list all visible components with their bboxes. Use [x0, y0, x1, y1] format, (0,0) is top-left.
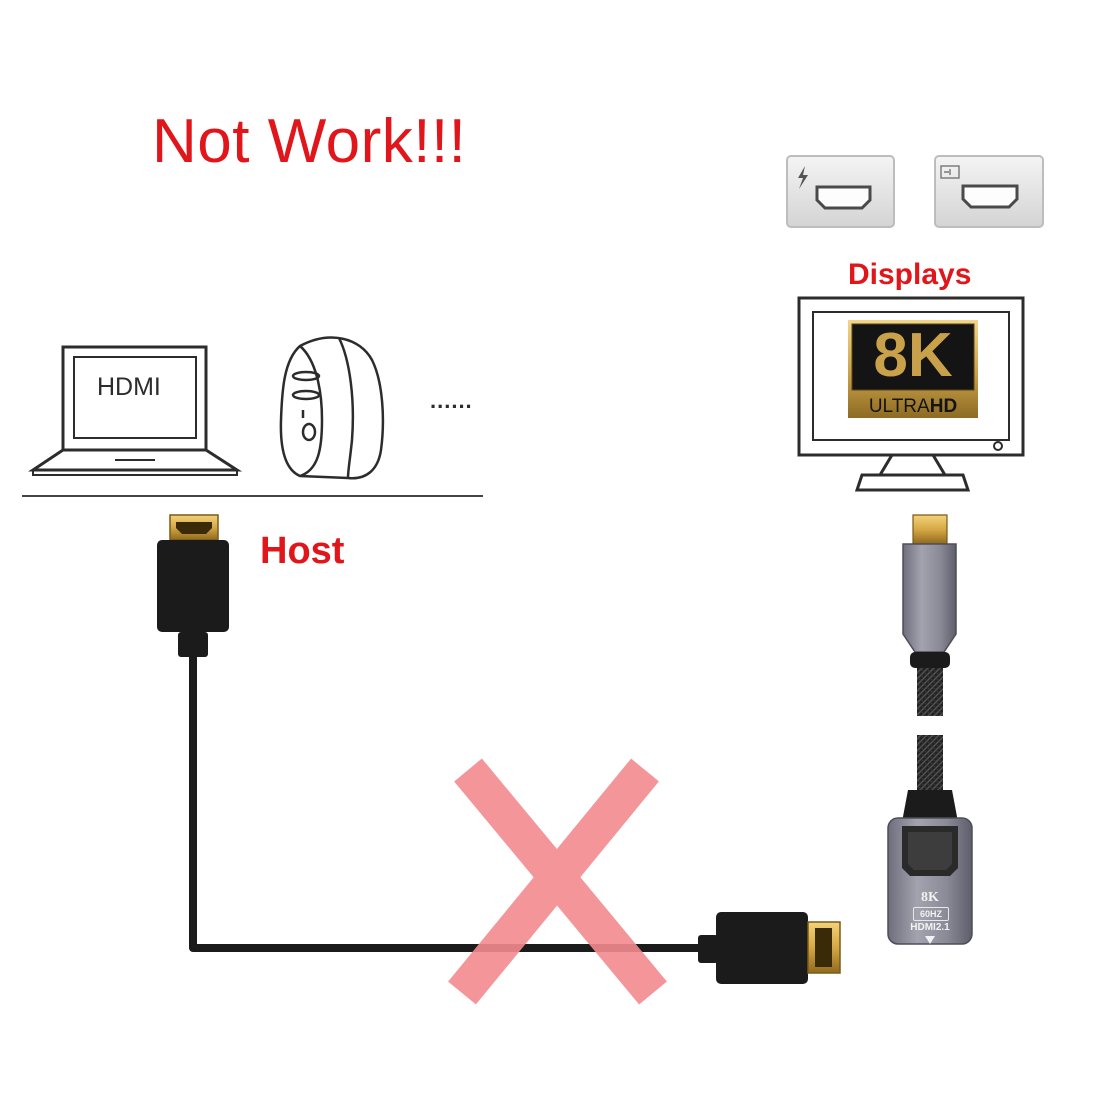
more-hosts-ellipsis: ......	[430, 388, 473, 413]
cross-mark-icon	[448, 758, 667, 1005]
thunderbolt-icon	[798, 166, 808, 189]
port-icon-thunderbolt	[786, 155, 895, 228]
mini-displayport-icon	[940, 165, 960, 179]
host-label: Host	[260, 530, 345, 572]
badge-ultrahd-text: ULTRAHD	[852, 396, 974, 418]
braided-cable-lower	[917, 735, 943, 790]
laptop-screen-text: HDMI	[97, 373, 161, 401]
adapter-version-label: HDMI2.1	[910, 922, 950, 933]
hdmi-male-plug-icon	[157, 514, 229, 657]
badge-8k-text: 8K	[873, 321, 953, 390]
hdmi-male-plug-right	[698, 912, 841, 984]
8k-ultrahd-badge	[848, 320, 978, 418]
hdmi-female-adapter-icon	[887, 790, 973, 945]
monitor-icon	[797, 296, 1025, 492]
headline: Not Work!!!	[152, 107, 467, 176]
mini-dp-plug-icon	[902, 514, 957, 668]
hdmi-cable	[189, 655, 698, 952]
badge-hd-text: HD	[929, 396, 958, 417]
adapter-refresh-label: 60HZ	[913, 907, 949, 921]
port-icon-mini-displayport	[934, 155, 1044, 228]
desktop-tower-icon	[279, 336, 385, 480]
laptop-icon	[28, 345, 243, 476]
displays-label: Displays	[848, 258, 972, 291]
adapter-resolution-label: 8K	[921, 890, 939, 905]
badge-ultra-text: ULTRA	[868, 396, 930, 417]
braided-cable-upper	[917, 668, 943, 716]
